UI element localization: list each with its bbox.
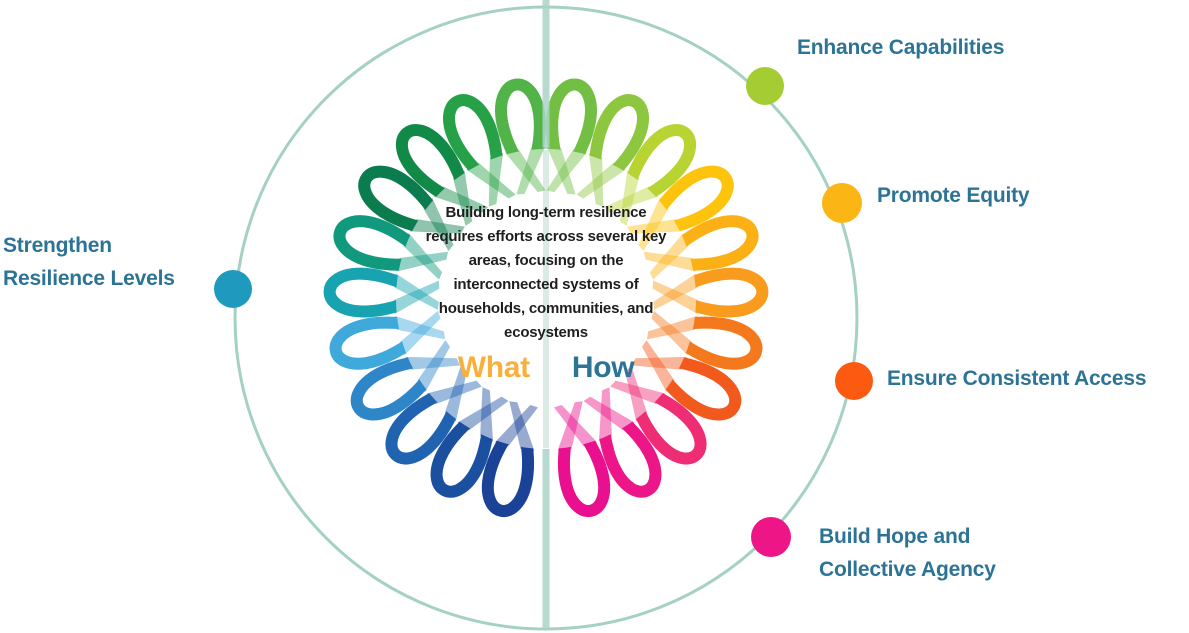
what-label: What	[457, 351, 530, 384]
loop-stub	[583, 396, 635, 431]
what-how-row: What How	[386, 351, 706, 385]
loop-stub	[393, 280, 440, 314]
loop-stub	[504, 149, 546, 193]
satellite-dot-promote-equity	[822, 183, 862, 223]
loop-stub	[627, 219, 683, 234]
loop-stub	[394, 273, 439, 310]
how-label: How	[571, 351, 635, 384]
loop-stub	[444, 366, 467, 422]
label-line: Ensure Consistent Access	[887, 367, 1147, 390]
center-description-line: requires efforts across several key	[425, 228, 667, 245]
loop-stub	[652, 280, 699, 314]
loop-stub	[646, 315, 698, 340]
center-description-line: ecosystems	[504, 324, 588, 341]
label-enhance-capabilities: Enhance Capabilities	[797, 35, 1004, 61]
label-line: Promote Equity	[877, 184, 1030, 207]
center-description-line: interconnected systems of	[453, 276, 639, 293]
center-description-line: households, communities, and	[438, 300, 654, 317]
loop-stub	[405, 356, 461, 370]
loop-stub	[494, 405, 538, 447]
loop-stub	[400, 310, 441, 356]
loop-stub	[631, 356, 687, 370]
loop-stub	[516, 146, 546, 195]
loop-stub	[588, 153, 604, 207]
vertical-axis-line-inner	[543, 150, 549, 448]
center-description-line: areas, focusing on the	[468, 252, 624, 269]
center-description-line: Building long-term resilience	[445, 204, 647, 221]
loop-stub	[433, 186, 489, 213]
loop-stub	[466, 162, 516, 199]
label-strengthen-resilience-levels: Strengthen Resilience Levels	[3, 229, 175, 295]
loop-stub	[653, 273, 698, 310]
loop-stub	[610, 380, 666, 405]
loop-stub	[457, 396, 509, 431]
label-line: Build Hope and	[819, 525, 971, 548]
loop-stub	[598, 387, 612, 442]
label-line: Enhance Capabilities	[797, 36, 1005, 59]
loop-stub	[453, 170, 473, 226]
loop-stub	[603, 186, 659, 213]
loop-stub	[576, 162, 626, 199]
center-description: Building long-term resilience requires e…	[386, 201, 706, 345]
loop-stub	[394, 315, 446, 340]
loop-stub	[546, 146, 576, 195]
label-line: Resilience Levels	[3, 267, 175, 290]
label-build-hope-and-collective-agency: Build Hope and Collective Agency	[819, 520, 996, 586]
loop-stub	[480, 387, 494, 442]
label-promote-equity: Promote Equity	[877, 183, 1030, 209]
loop-stub	[403, 233, 443, 280]
label-ensure-consistent-access: Ensure Consistent Access	[887, 366, 1147, 392]
satellite-dot-strengthen-resilience-levels	[214, 270, 252, 308]
loop-stub	[396, 251, 449, 272]
loop-stub	[643, 251, 696, 272]
loop-stub	[557, 401, 583, 451]
loop-stub	[638, 197, 669, 251]
loop-stub	[651, 310, 692, 356]
loop-stub	[642, 340, 675, 392]
loop-stub	[649, 233, 689, 280]
satellite-dot-ensure-consistent-access	[835, 362, 873, 400]
loop-stub	[488, 153, 504, 207]
loop-stub	[423, 197, 454, 251]
loop-stub	[426, 380, 482, 405]
loop-stub	[409, 219, 465, 234]
label-line: Strengthen	[3, 234, 112, 257]
loop-stub	[625, 366, 648, 422]
satellite-dot-enhance-capabilities	[746, 67, 784, 105]
loop-stub	[619, 170, 639, 226]
label-line: Collective Agency	[819, 558, 996, 581]
satellite-dot-build-hope-and-collective-agency	[751, 517, 791, 557]
loop-stub	[417, 340, 450, 392]
loop-stub	[554, 405, 598, 447]
loop-stub	[509, 401, 535, 451]
loop-stub	[546, 149, 588, 193]
